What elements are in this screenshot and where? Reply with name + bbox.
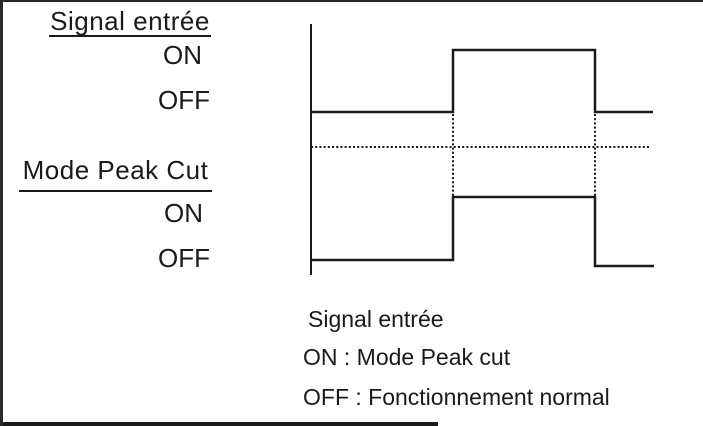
legend-off-meaning: OFF : Fonctionnement normal xyxy=(303,384,610,410)
signal-input-section-title: Signal entrée xyxy=(49,6,211,37)
waveform-group xyxy=(310,24,654,275)
signal-input-waveform xyxy=(311,48,653,114)
signal-off-label: OFF xyxy=(158,85,210,115)
peak-cut-off-label: OFF xyxy=(158,243,210,273)
signal-on-label: ON xyxy=(163,40,202,70)
legend-on-meaning: ON : Mode Peak cut xyxy=(303,344,511,370)
peak-cut-waveform xyxy=(311,195,654,268)
peak-cut-on-label: ON xyxy=(164,198,203,228)
peak-cut-section-title: Mode Peak Cut xyxy=(19,157,212,192)
bottom-border-bar xyxy=(3,422,438,426)
waveform-canvas xyxy=(310,24,654,275)
legend-signal-input: Signal entrée xyxy=(308,306,444,332)
